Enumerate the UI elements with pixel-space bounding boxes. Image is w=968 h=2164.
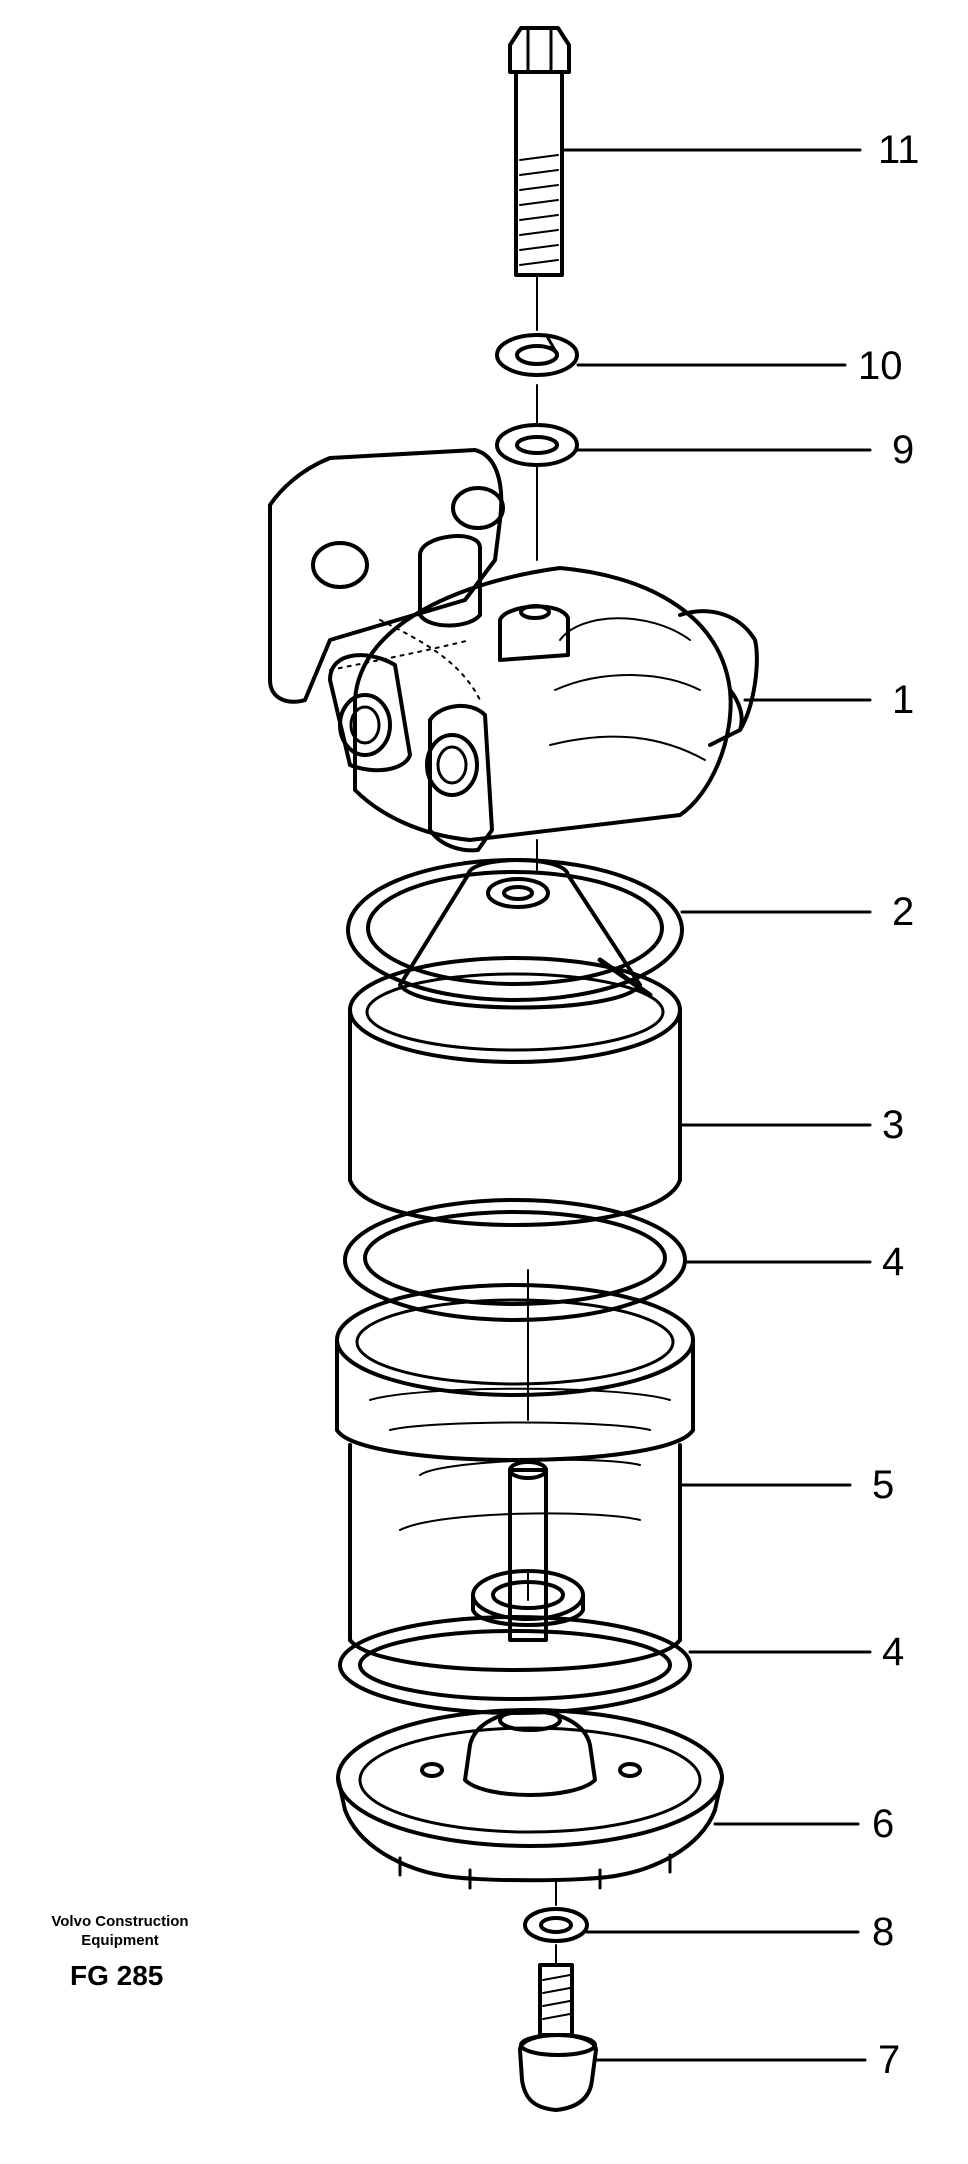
callout-4-upper: 4: [882, 1240, 905, 1284]
callout-10: 10: [858, 344, 903, 388]
bottom-cover-part-6: [336, 1708, 724, 1890]
callout-9: 9: [892, 428, 915, 472]
filter-head-part-1: [268, 448, 759, 853]
callout-7: 7: [878, 2038, 901, 2082]
sealing-washer-part-8: [523, 1907, 589, 1943]
bolt-part-11: [508, 26, 571, 277]
callout-4-lower: 4: [882, 1630, 905, 1674]
figure-code: FG 285: [70, 1960, 164, 1991]
spring-washer-part-10: [495, 333, 579, 377]
filter-cartridge-part-3: [348, 858, 682, 1227]
o-ring-part-4-lower: [338, 1615, 692, 1715]
washer-part-9: [495, 423, 579, 467]
callout-11: 11: [878, 128, 920, 172]
callout-1: 1: [892, 678, 915, 722]
callout-6: 6: [872, 1802, 895, 1846]
drain-plug-part-7: [518, 1963, 598, 2112]
callout-8: 8: [872, 1910, 895, 1954]
callout-3: 3: [882, 1103, 905, 1147]
bowl-part-5: [335, 1283, 695, 1672]
brand-line-1: Volvo Construction: [51, 1913, 189, 1930]
o-ring-part-4-upper: [343, 1198, 687, 1322]
callout-2: 2: [892, 890, 915, 934]
brand-caption: Volvo Construction Equipment: [30, 1912, 210, 1950]
brand-line-2: Equipment: [81, 1932, 159, 1949]
callout-5: 5: [872, 1463, 895, 1507]
